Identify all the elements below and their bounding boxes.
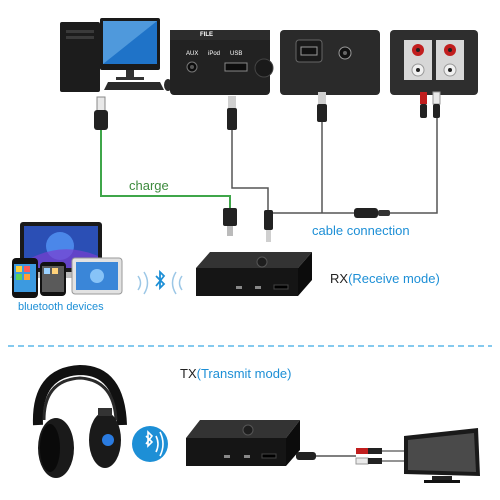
bluetooth-waves bbox=[137, 271, 183, 295]
panel-file-label: FILE bbox=[200, 32, 213, 38]
audio-plugs bbox=[227, 91, 441, 242]
tx-mode-text: (Transmit mode) bbox=[196, 366, 292, 381]
stereo-panel bbox=[170, 30, 274, 95]
car-aux-panel bbox=[280, 30, 380, 95]
panel-aux-label: AUX bbox=[186, 51, 199, 57]
audio-cables bbox=[231, 118, 438, 214]
rx-mode-text: (Receive mode) bbox=[348, 271, 440, 286]
rx-prefix: RX bbox=[330, 271, 349, 286]
panel-ipod-label: iPod bbox=[208, 51, 221, 57]
panel-usb-label: USB bbox=[230, 51, 243, 57]
headphones-icon bbox=[32, 364, 127, 478]
charge-label: charge bbox=[129, 178, 169, 193]
tx-mode-label: TX(Transmit mode) bbox=[180, 366, 292, 381]
desktop-computer-icon bbox=[60, 18, 172, 92]
cable-connection-label: cable connection bbox=[312, 223, 410, 238]
tv-icon bbox=[404, 428, 480, 483]
phone-icon bbox=[12, 258, 66, 298]
wireless-signal-icon bbox=[132, 426, 168, 462]
tx-device bbox=[186, 420, 300, 466]
rx-mode-label: RX(Receive mode) bbox=[330, 271, 440, 286]
tablet-icon bbox=[71, 257, 123, 295]
tx-prefix: TX bbox=[180, 366, 197, 381]
rx-device bbox=[196, 252, 312, 296]
rca-panel bbox=[390, 30, 478, 95]
bluetooth-icon bbox=[155, 269, 166, 291]
bluetooth-devices-label: bluetooth devices bbox=[18, 301, 104, 313]
tx-tv-cable bbox=[296, 448, 404, 465]
charge-cable bbox=[94, 96, 237, 236]
